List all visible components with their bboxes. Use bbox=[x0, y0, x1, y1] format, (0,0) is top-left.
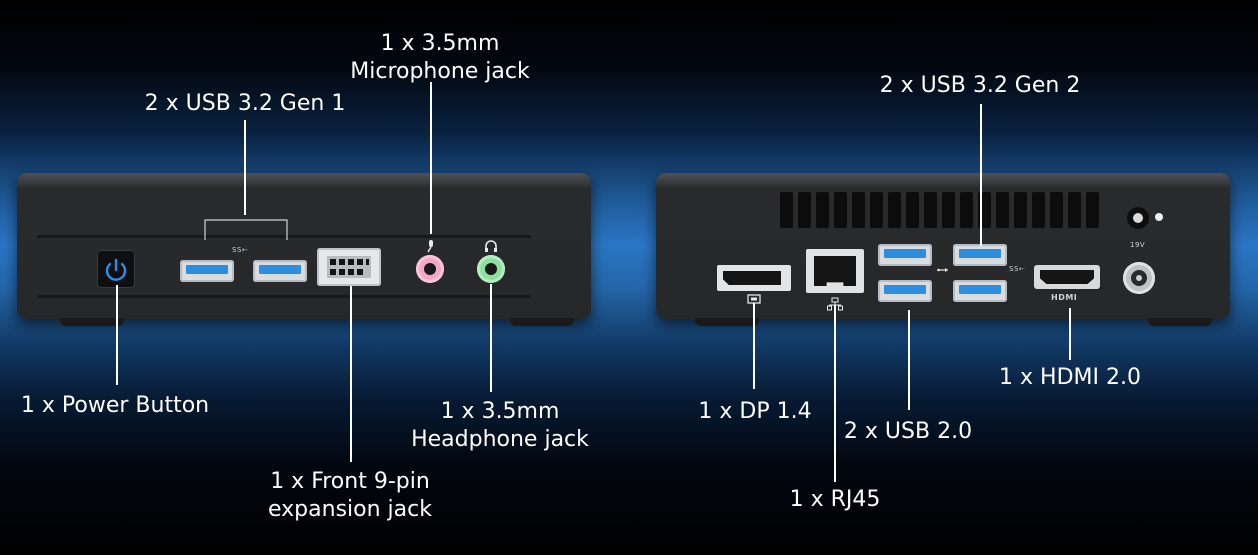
label-power: 1 x Power Button bbox=[20, 393, 210, 418]
front-groove-top bbox=[37, 235, 531, 238]
front-panel: SS⇠ bbox=[17, 173, 591, 319]
label-rj45: 1 x RJ45 bbox=[789, 487, 881, 512]
rear-usb20-port-1[interactable] bbox=[878, 244, 932, 266]
expansion-header[interactable] bbox=[317, 248, 381, 286]
label-expansion: 1 x Front 9-pin expansion jack bbox=[268, 469, 432, 522]
dc-power-jack[interactable] bbox=[1123, 262, 1155, 294]
power-rating-mark: 19V bbox=[1130, 241, 1146, 249]
rear-foot-left bbox=[695, 318, 759, 326]
microphone-jack[interactable] bbox=[416, 255, 444, 283]
ss-rear-mark: SS⇠ bbox=[1009, 265, 1026, 273]
rear-foot-right bbox=[1148, 318, 1212, 326]
usb-bracket-marking bbox=[204, 219, 288, 240]
front-usb-port-2[interactable] bbox=[253, 260, 307, 282]
rear-panel: SS⇠ HDMI 19V bbox=[656, 173, 1230, 319]
front-usb-port-1[interactable] bbox=[180, 260, 234, 282]
power-icon bbox=[105, 258, 127, 281]
leader-usb-gen1 bbox=[244, 120, 246, 215]
indicator-dot bbox=[1155, 213, 1163, 221]
leader-headphone bbox=[490, 284, 492, 392]
rj45-port[interactable] bbox=[806, 249, 864, 293]
front-foot-left bbox=[60, 318, 124, 326]
rear-usb32-gen2-port-2[interactable] bbox=[953, 280, 1007, 302]
headphone-jack-hole bbox=[485, 263, 497, 275]
label-usb20: 2 x USB 2.0 bbox=[843, 419, 973, 444]
hdmi-icon: HDMI bbox=[1051, 293, 1078, 302]
leader-dp bbox=[753, 303, 755, 389]
leader-usb-gen2 bbox=[980, 104, 982, 246]
power-button[interactable] bbox=[97, 250, 135, 288]
leader-expansion bbox=[350, 286, 352, 462]
rear-usb20-port-2[interactable] bbox=[878, 280, 932, 302]
leader-mic bbox=[430, 82, 432, 234]
label-dp: 1 x DP 1.4 bbox=[698, 399, 812, 424]
microphone-jack-hole bbox=[424, 263, 436, 275]
label-headphone: 1 x 3.5mm Headphone jack bbox=[411, 399, 589, 452]
front-foot-right bbox=[510, 318, 574, 326]
usb-icon bbox=[937, 268, 948, 272]
hdmi-port[interactable] bbox=[1034, 265, 1100, 289]
leader-usb20 bbox=[908, 310, 910, 410]
label-usb-gen1: 2 x USB 3.2 Gen 1 bbox=[144, 91, 346, 116]
label-usb-gen2: 2 x USB 3.2 Gen 2 bbox=[879, 73, 1081, 98]
rear-usb32-gen2-port-1[interactable] bbox=[953, 244, 1007, 266]
rear-vents bbox=[780, 192, 1110, 228]
lock-slot bbox=[1127, 207, 1149, 229]
headphone-icon bbox=[485, 240, 497, 252]
leader-rj45 bbox=[834, 305, 836, 482]
front-groove-bottom bbox=[37, 295, 531, 298]
expansion-pins bbox=[327, 256, 371, 278]
label-microphone: 1 x 3.5mm Microphone jack bbox=[350, 31, 530, 84]
network-icon bbox=[827, 297, 843, 311]
headphone-jack[interactable] bbox=[477, 255, 505, 283]
rear-top-edge bbox=[656, 173, 1230, 187]
microphone-icon bbox=[427, 240, 433, 253]
leader-power bbox=[116, 285, 118, 385]
label-hdmi: 1 x HDMI 2.0 bbox=[999, 365, 1141, 390]
leader-hdmi bbox=[1069, 308, 1071, 360]
front-top-edge bbox=[17, 173, 591, 187]
ss-front-mark: SS⇠ bbox=[232, 246, 249, 254]
displayport-port[interactable] bbox=[717, 265, 791, 291]
